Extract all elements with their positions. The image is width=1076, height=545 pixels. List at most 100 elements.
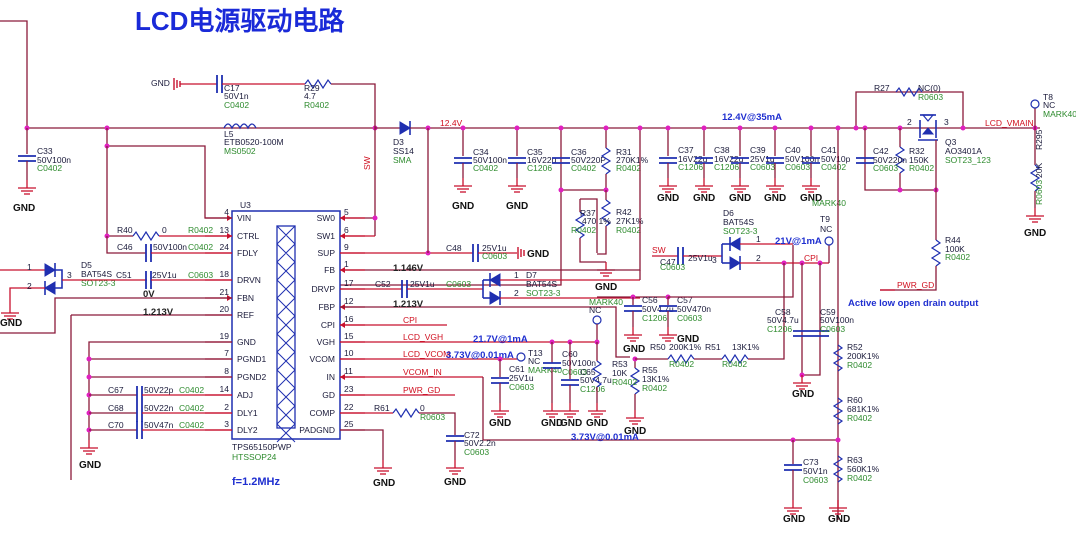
pin-name: DLY1 bbox=[237, 408, 258, 418]
svg-text:12.4V: 12.4V bbox=[440, 118, 463, 128]
svg-text:C67: C67 bbox=[108, 385, 124, 395]
svg-text:50V2.2n: 50V2.2n bbox=[464, 438, 496, 448]
svg-text:50V220P: 50V220P bbox=[571, 155, 606, 165]
pin-name: GD bbox=[322, 390, 335, 400]
diode-d5-b bbox=[44, 281, 56, 295]
pin-number: 22 bbox=[344, 402, 354, 412]
pin-number: 14 bbox=[220, 384, 230, 394]
svg-text:3: 3 bbox=[944, 117, 949, 127]
diode-d7-b bbox=[489, 291, 501, 305]
svg-text:C0603: C0603 bbox=[873, 163, 898, 173]
svg-text:GND: GND bbox=[560, 418, 582, 429]
pin-number: 15 bbox=[344, 331, 354, 341]
svg-text:50V4.7u: 50V4.7u bbox=[767, 315, 799, 325]
resistor-r61 bbox=[392, 408, 420, 418]
svg-text:NC: NC bbox=[589, 305, 601, 315]
pin-name: DRVP bbox=[312, 284, 336, 294]
svg-text:C0603: C0603 bbox=[803, 475, 828, 485]
net-lcd-vmain: LCD_VMAIN bbox=[985, 118, 1034, 128]
pin-number: 13 bbox=[220, 225, 230, 235]
svg-text:C39: C39 bbox=[750, 145, 766, 155]
capacitor-c51 bbox=[145, 270, 152, 290]
svg-text:R295: R295 bbox=[1034, 129, 1044, 150]
svg-text:0V: 0V bbox=[143, 289, 155, 300]
pin-name: VGH bbox=[317, 337, 335, 347]
test-point-t9[interactable] bbox=[824, 236, 834, 246]
svg-text:C33: C33 bbox=[37, 146, 53, 156]
svg-text:CPI: CPI bbox=[804, 253, 818, 263]
svg-text:25V1u: 25V1u bbox=[410, 279, 435, 289]
svg-text:NC(0): NC(0) bbox=[918, 83, 941, 93]
svg-text:GND: GND bbox=[373, 478, 395, 489]
test-point-t12[interactable] bbox=[592, 315, 602, 325]
svg-text:MARK40: MARK40 bbox=[812, 198, 846, 208]
svg-text:GND: GND bbox=[595, 282, 617, 293]
svg-text:PWR_GD: PWR_GD bbox=[897, 280, 934, 290]
svg-text:GND: GND bbox=[586, 418, 608, 429]
svg-text:AO3401A: AO3401A bbox=[945, 146, 982, 156]
ground-icon bbox=[490, 402, 510, 418]
svg-text:C34: C34 bbox=[473, 147, 489, 157]
svg-text:GND: GND bbox=[828, 514, 850, 525]
svg-text:20K: 20K bbox=[1034, 163, 1044, 178]
test-point-t13[interactable] bbox=[516, 352, 526, 362]
test-point-t8[interactable] bbox=[1030, 99, 1040, 109]
svg-text:R0402: R0402 bbox=[304, 100, 329, 110]
pin-name: DRVN bbox=[237, 275, 261, 285]
svg-text:C1206: C1206 bbox=[527, 163, 552, 173]
svg-text:C0402: C0402 bbox=[821, 162, 846, 172]
svg-text:C0402: C0402 bbox=[571, 163, 596, 173]
capacitor-c46 bbox=[145, 243, 152, 263]
pin-name: GND bbox=[237, 337, 256, 347]
svg-text:25V1u: 25V1u bbox=[750, 154, 775, 164]
svg-text:R42: R42 bbox=[616, 207, 632, 217]
svg-text:SW: SW bbox=[652, 245, 666, 255]
svg-text:ETB0520-100M: ETB0520-100M bbox=[224, 137, 284, 147]
svg-text:2: 2 bbox=[756, 253, 761, 263]
ground-icon bbox=[0, 304, 20, 320]
svg-text:50V4.7u: 50V4.7u bbox=[642, 304, 674, 314]
svg-text:PWR_GD: PWR_GD bbox=[403, 385, 440, 395]
svg-text:GND: GND bbox=[792, 389, 814, 400]
svg-text:200K1%: 200K1% bbox=[669, 342, 702, 352]
svg-text:MS0502: MS0502 bbox=[224, 146, 256, 156]
svg-text:50V100n: 50V100n bbox=[785, 154, 819, 164]
frequency-label: f=1.2MHz bbox=[232, 476, 280, 488]
ground-icon bbox=[79, 439, 99, 455]
pin-number: 9 bbox=[344, 242, 349, 252]
svg-text:3: 3 bbox=[712, 255, 717, 265]
pin-number: 24 bbox=[220, 242, 230, 252]
capacitor-c35 bbox=[507, 125, 527, 193]
capacitor-c72 bbox=[445, 435, 465, 442]
svg-text:R55: R55 bbox=[642, 365, 658, 375]
ground-icon bbox=[542, 402, 562, 418]
svg-text:16V22u: 16V22u bbox=[678, 154, 708, 164]
svg-text:Q3: Q3 bbox=[945, 137, 957, 147]
svg-text:R61: R61 bbox=[374, 403, 390, 413]
capacitor-c65 bbox=[560, 379, 580, 386]
pin-number: 6 bbox=[344, 225, 349, 235]
svg-text:GND: GND bbox=[624, 426, 646, 437]
svg-text:GND: GND bbox=[13, 203, 35, 214]
svg-text:LCD_VGH: LCD_VGH bbox=[403, 332, 443, 342]
svg-text:0: 0 bbox=[420, 403, 425, 413]
svg-text:R0402: R0402 bbox=[612, 377, 637, 387]
pin-number: 25 bbox=[344, 419, 354, 429]
svg-text:C48: C48 bbox=[446, 243, 462, 253]
pin-name: ADJ bbox=[237, 390, 253, 400]
pin-name: CTRL bbox=[237, 231, 259, 241]
svg-text:100K: 100K bbox=[945, 244, 965, 254]
svg-text:MARK40: MARK40 bbox=[589, 297, 623, 307]
pin-number: 12 bbox=[344, 296, 354, 306]
svg-text:C68: C68 bbox=[108, 403, 124, 413]
svg-text:GND: GND bbox=[1024, 228, 1046, 239]
svg-text:R0603: R0603 bbox=[918, 92, 943, 102]
